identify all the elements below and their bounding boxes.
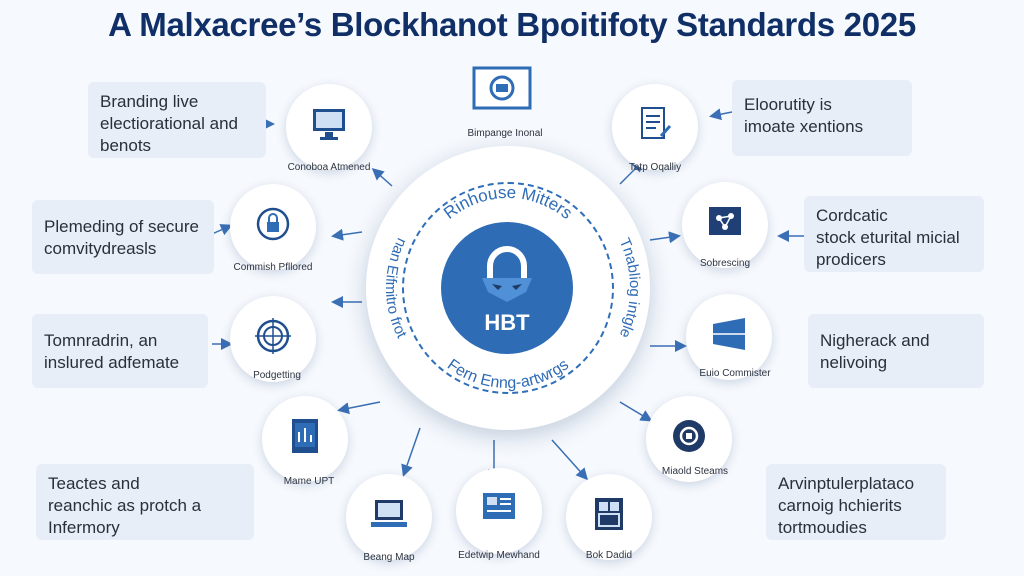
node-caption: Commish Pfllored: [233, 262, 313, 273]
arrow-right-upper: [649, 231, 681, 244]
node-caption: Sobrescing: [699, 258, 751, 269]
info-box-nigherack: Nigherack and nelivoing: [808, 314, 984, 388]
node-caption: Miaold Steams: [661, 466, 729, 477]
computer-monitor-icon: [313, 109, 345, 140]
arrow-left-lower: [337, 401, 381, 415]
info-box-arvinptuler: Arvinptulerplataco carnoig hchierits tor…: [766, 464, 946, 540]
gear-chip-icon: [673, 420, 705, 452]
info-box-line: tortmoudies: [778, 518, 867, 537]
node-caption: Conoboa Atmened: [287, 162, 371, 173]
info-box-line: stock eturital micial: [816, 228, 960, 247]
grid-document-icon: [595, 498, 623, 530]
network-screen-icon: [709, 207, 741, 235]
info-box-eloorutity: Eloorutity is imoate xentions: [732, 80, 912, 156]
node-caption: Beang Map: [363, 552, 415, 563]
info-box-line: prodicers: [816, 250, 886, 269]
hub-label: HBT: [484, 310, 530, 335]
info-box-line: Eloorutity is: [744, 95, 832, 114]
node-caption: Mame UPT: [283, 476, 335, 487]
info-box-line: electiorational and: [100, 114, 238, 133]
monitor-screen-icon: [472, 66, 532, 110]
info-box-infermory: Teactes and reanchic as protch a Infermo…: [36, 464, 254, 540]
node-right-middle: [686, 294, 772, 380]
node-caption: Euio Commister: [699, 368, 771, 379]
arrow-box2: [211, 224, 233, 236]
lock-mask-icon: [482, 246, 532, 302]
info-box-line: Cordcatic: [816, 206, 888, 225]
node-caption: Podgetting: [253, 370, 301, 381]
svg-text:Tnabliog intgle: Tnabliog intgle: [616, 236, 643, 341]
arrow-bottom-right: [551, 439, 589, 481]
info-box-line: comvitydreasls: [44, 239, 157, 258]
info-box-line: nelivoing: [820, 353, 888, 372]
arrow-bottom-left: [401, 427, 421, 477]
node-caption: Bok Dadid: [585, 550, 633, 561]
node-bottom-2: [456, 468, 542, 554]
laptop-icon: [371, 500, 407, 527]
node-left-middle: [230, 296, 316, 382]
info-box-line: Tomnradrin, an: [44, 331, 158, 350]
info-box-line: imoate xentions: [744, 117, 864, 136]
node-left-upper: [230, 184, 316, 270]
node-top-right: [612, 84, 698, 170]
info-box-line: Teactes and: [48, 474, 140, 493]
hub-dashed-circle: [402, 182, 614, 394]
node-caption: Bimpange Inonal: [467, 128, 543, 139]
node-bottom-3: [566, 474, 652, 560]
info-box-line: Infermory: [48, 518, 120, 537]
windows-panel-icon: [713, 318, 745, 350]
node-caption: Edetwip Mewhand: [458, 550, 540, 561]
node-right-upper: [682, 182, 768, 268]
info-box-secure: Plemeding of secure comvitydreasls: [32, 200, 214, 274]
info-box-line: Nigherack and: [820, 331, 930, 350]
arrow-topleft: [371, 168, 393, 187]
node-caption: Tatp Oqalliy: [628, 162, 682, 173]
target-icon: [255, 318, 291, 354]
info-box-line: reanchic as protch a: [48, 496, 202, 515]
node-bottom-1: [346, 474, 432, 560]
page-title: A Malxacree’s Blockhanot Bpoitifoty Stan…: [108, 6, 916, 43]
info-box-cordcatic: Cordcatic stock eturital micial prodicer…: [804, 196, 984, 272]
dashboard-screen-icon: [483, 493, 515, 519]
node-lower-left: [262, 396, 348, 482]
info-box-insured: Tomnradrin, an inslured adfemate: [32, 314, 208, 388]
info-box-line: Branding live: [100, 92, 199, 111]
info-box-line: benots: [100, 136, 152, 155]
tablet-chart-icon: [292, 419, 318, 453]
info-box-line: Arvinptulerplataco: [778, 474, 915, 493]
arrow-left-upper: [331, 228, 363, 241]
document-edit-icon: [641, 107, 672, 139]
info-box-line: inslured adfemate: [44, 353, 180, 372]
hub-arc-right: Tnabliog intgle: [616, 236, 643, 341]
info-box-line: Plemeding of secure: [44, 217, 199, 236]
node-top-center: [450, 60, 560, 120]
arrow-right-lower: [619, 401, 653, 422]
node-top-left: [286, 84, 372, 170]
node-lower-right: [646, 396, 732, 482]
info-box-line: carnoig hchierits: [778, 496, 902, 515]
info-box-branding: Branding live electiorational and benots: [88, 82, 266, 158]
shield-lock-icon: [256, 207, 290, 241]
arrow-box5: [709, 108, 733, 121]
